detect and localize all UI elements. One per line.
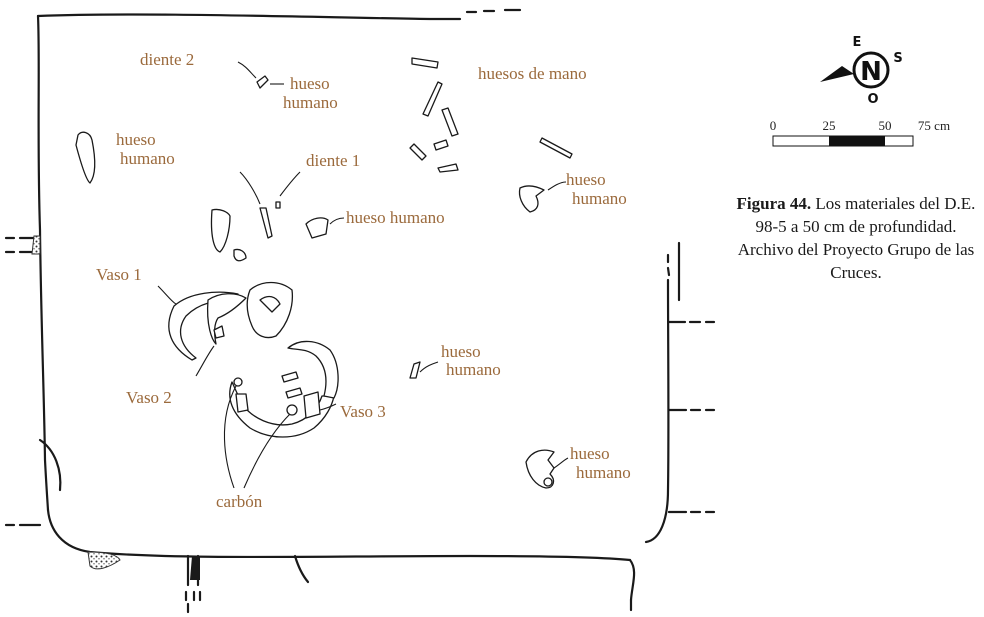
caption-figure-number: Figura 44.: [736, 194, 812, 213]
label-vaso-2: Vaso 2: [126, 388, 172, 407]
plan-labels: diente 2 hueso humano hueso humano hueso…: [96, 50, 631, 511]
label-hueso-humano-br-1: hueso: [570, 444, 610, 463]
label-hueso-humano-top-1: hueso: [290, 74, 330, 93]
label-hueso-humano-left-1: hueso: [116, 130, 156, 149]
label-hueso-humano-right-1: hueso: [566, 170, 606, 189]
label-diente-1: diente 1: [306, 151, 360, 170]
scale-tick-0: 0: [770, 118, 777, 133]
label-hueso-humano-center-1: hueso: [441, 342, 481, 361]
scale-tick-75: 75 cm: [918, 118, 950, 133]
label-vaso-1: Vaso 1: [96, 265, 142, 284]
label-hueso-humano-left-2: humano: [120, 149, 175, 168]
label-leader-lines: [157, 61, 569, 489]
label-hueso-humano-right-2: humano: [572, 189, 627, 208]
caption-text: Los materiales del D.E. 98-5 a 50 cm de …: [737, 194, 976, 282]
compass-s-letter: S: [893, 51, 902, 66]
label-hueso-humano-center-2: humano: [446, 360, 501, 379]
label-vaso-3: Vaso 3: [340, 402, 386, 421]
scale-tick-25: 25: [823, 118, 836, 133]
artifact-drawings: [75, 57, 573, 489]
compass-n-letter: N: [860, 57, 882, 87]
figure-caption: Figura 44. Los materiales del D.E. 98-5 …: [730, 192, 982, 284]
scale-tick-50: 50: [879, 118, 892, 133]
excavation-outline: [4, 8, 716, 614]
label-carbon: carbón: [216, 492, 263, 511]
north-arrow: N E S O: [820, 35, 903, 107]
label-hueso-humano-br-2: humano: [576, 463, 631, 482]
label-hueso-humano-mid: hueso humano: [346, 208, 445, 227]
label-diente-2: diente 2: [140, 50, 194, 69]
label-huesos-de-mano: huesos de mano: [478, 64, 587, 83]
compass-e-letter: E: [853, 35, 862, 50]
label-hueso-humano-top-2: humano: [283, 93, 338, 112]
compass-o-letter: O: [867, 92, 878, 107]
scale-bar: 0 25 50 75 cm: [770, 118, 950, 147]
